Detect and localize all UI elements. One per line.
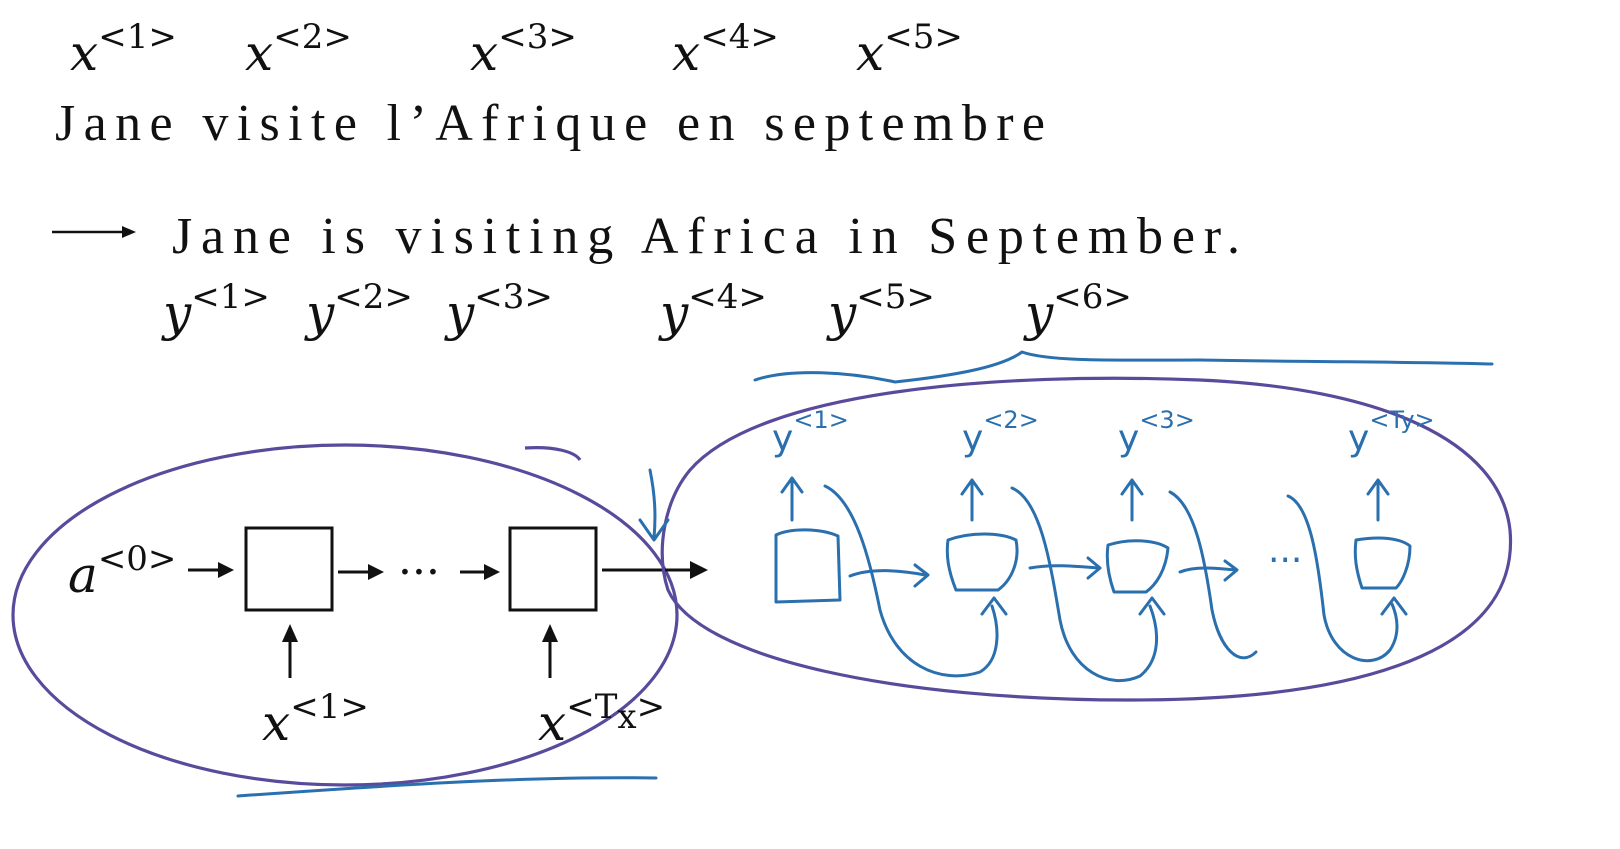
decoder-output-2: y<2> xyxy=(962,406,1039,459)
input-token-row: x<1> x<2> x<3> x<4> x<5> xyxy=(70,17,963,82)
decoder-cell-2 xyxy=(945,532,1019,592)
encoder-underline xyxy=(236,776,658,798)
initial-activation: a<0> xyxy=(68,539,176,604)
input-token-2: x<2> xyxy=(245,17,352,82)
encoder-ellipsis: ··· xyxy=(398,547,440,598)
output-token-1: y<1> xyxy=(161,277,270,342)
arrow-right-icon xyxy=(368,564,384,580)
decoder-cell-ty xyxy=(1353,536,1412,590)
decoder-output-1: y<1> xyxy=(772,406,849,459)
translation-arrow xyxy=(52,226,136,238)
arrow-up-icon xyxy=(1366,478,1390,522)
encoder-input-first: x<1> xyxy=(262,687,369,752)
arrow-right-icon xyxy=(1028,556,1102,580)
input-token-1: x<1> xyxy=(70,17,177,82)
arrow-up-icon xyxy=(1120,478,1144,522)
encoder-outline-stroke xyxy=(524,446,582,462)
arrow-up-icon xyxy=(960,478,984,522)
encoder-cell-last xyxy=(508,526,598,612)
decoder-cell-3 xyxy=(1105,539,1170,594)
encoder: a<0> ··· x<1> x<Tx> xyxy=(11,443,708,798)
decoder-outline xyxy=(660,376,1513,702)
feedback-loop-2 xyxy=(1010,486,1166,682)
feedback-loop-ty xyxy=(1286,494,1408,663)
decoder-cell-1 xyxy=(774,528,842,604)
arrow-right-icon xyxy=(848,563,930,588)
output-token-3: y<3> xyxy=(444,277,553,342)
arrow-right-icon xyxy=(690,561,708,579)
decoder-ellipsis: ··· xyxy=(1268,540,1302,581)
output-token-5: y<5> xyxy=(826,277,935,342)
output-token-4: y<4> xyxy=(658,277,767,342)
arrow-up-icon xyxy=(542,624,558,642)
feedback-loop-3 xyxy=(1168,490,1258,660)
output-token-6: y<6> xyxy=(1023,277,1132,342)
encoder-input-last: x<Tx> xyxy=(538,687,665,752)
arrow-right-icon xyxy=(218,562,234,578)
handoff-arrow-icon xyxy=(638,468,670,542)
encoder-cell-first xyxy=(244,526,334,612)
arrow-up-icon xyxy=(780,476,804,522)
arrow-right-icon xyxy=(484,564,500,580)
input-token-5: x<5> xyxy=(856,17,963,82)
arrow-up-icon xyxy=(282,624,298,642)
arrow-head-icon xyxy=(122,226,136,238)
target-sentence: Jane is visiting Africa in September. xyxy=(172,208,1240,265)
output-token-row: y<1> y<2> y<3> y<4> y<5> y<6> xyxy=(161,277,1132,342)
decoder-brace xyxy=(753,350,1494,384)
source-sentence: Jane visite l’Afrique en septembre xyxy=(55,95,1045,152)
input-token-4: x<4> xyxy=(672,17,779,82)
encoder-outline xyxy=(11,443,679,787)
feedback-loop-1 xyxy=(823,484,1008,678)
output-token-2: y<2> xyxy=(304,277,413,342)
arrow-right-icon xyxy=(1178,559,1239,582)
decoder-output-ty: y<Ty> xyxy=(1348,406,1435,459)
input-token-3: x<3> xyxy=(470,17,577,82)
decoder-output-3: y<3> xyxy=(1118,406,1195,459)
decoder: y<1> y<2> y<3> y<Ty> ··· xyxy=(638,376,1513,702)
